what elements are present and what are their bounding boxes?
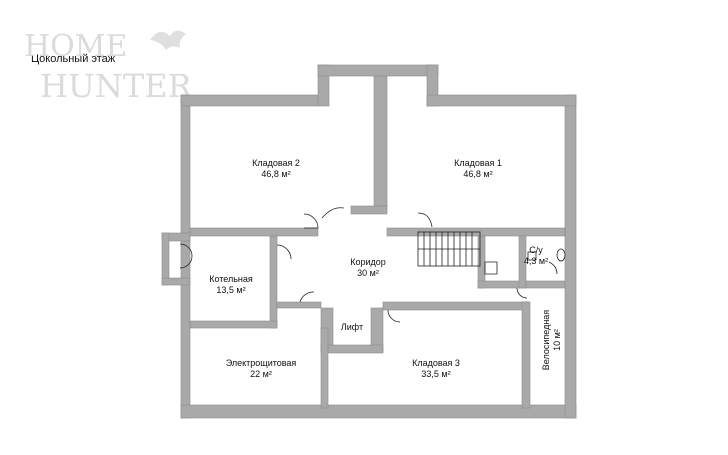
room-name: С/у [529,245,543,255]
door-electrical [299,291,315,303]
door-left-bay [179,243,193,269]
room-name: Электрощитовая [226,358,297,368]
room-name: Котельная [209,274,253,284]
room-label-storage-1: Кладовая 146,8 м² [454,158,502,179]
wc-fixtures [527,248,566,262]
door-wc [548,261,558,275]
room-name: Велосипедная [541,310,551,371]
room-area: 22 м² [250,369,272,379]
page-title: Цокольный этаж [31,53,116,65]
door-corridor-top-right [417,212,433,228]
room-area: 13,5 м² [216,285,245,295]
room-label-storage-2: Кладовая 246,8 м² [252,158,300,179]
watermark-line-2: HUNTER [40,67,193,105]
deer-icon [150,30,186,50]
sink-icon [527,251,537,261]
watermark-line-1: HOME [24,29,127,64]
room-name: Кладовая 2 [252,158,300,168]
walls [161,64,577,419]
room-area: 10 м² [552,329,562,351]
door-storage-3 [387,309,401,323]
watermark-logo: HOME HUNTER [24,29,193,105]
room-area: 33,5 м² [421,369,450,379]
door-storage-2 [303,213,319,229]
room-area: 46,8 м² [463,169,492,179]
room-name: Кладовая 1 [454,158,502,168]
room-name: Кладовая 3 [412,358,460,368]
door-boiler [276,244,292,260]
room-name: Коридор [350,257,386,267]
room-label-storage-3: Кладовая 333,5 м² [412,358,460,379]
room-area: 46,8 м² [261,169,290,179]
door-bicycle [516,287,528,299]
room-area: 30 м² [357,268,379,278]
toilet-icon [556,248,566,262]
room-area: 4,3 м² [524,256,548,266]
room-label-lift: Лифт [341,322,363,332]
room-name: Лифт [341,322,363,332]
staircase [417,231,498,275]
room-label-wc: С/у4,3 м² [524,245,548,266]
doors [179,207,558,323]
door-corridor-top-left [321,207,345,219]
